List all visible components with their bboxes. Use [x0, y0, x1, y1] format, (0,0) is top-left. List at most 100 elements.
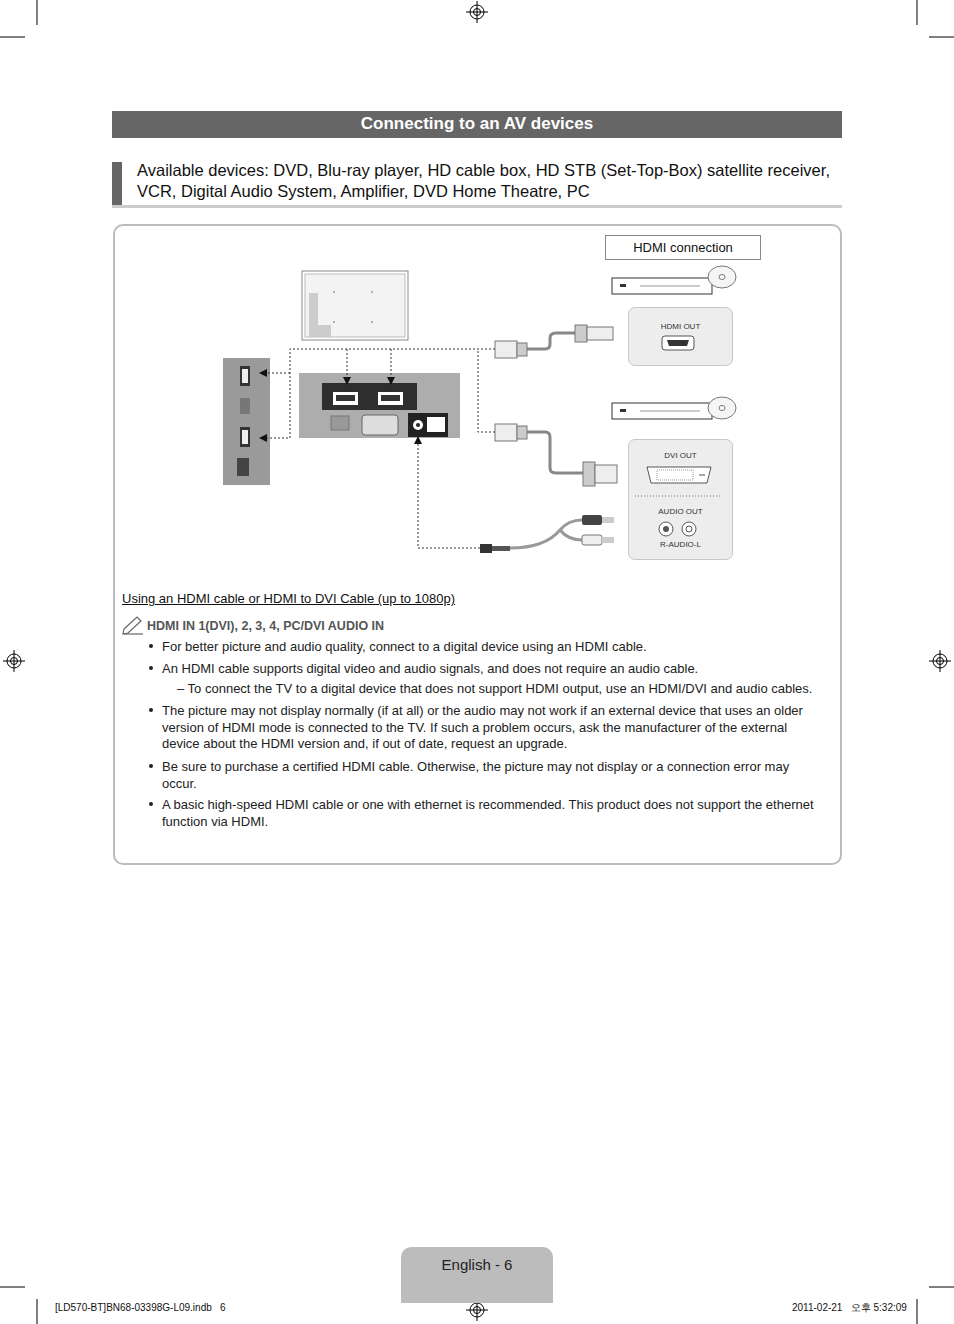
dvi-audio-ports: [659, 522, 673, 536]
arrow-head: [343, 377, 351, 385]
hdmi-dvi-cable: [517, 426, 527, 439]
audio-cable: [480, 544, 492, 553]
rear-panel: [416, 423, 420, 427]
audio-cable: [480, 515, 614, 553]
tv-illustration: [371, 291, 373, 293]
dvi-audio-ports: [699, 475, 705, 476]
bullet-text: Be sure to purchase a certified HDMI cab…: [162, 759, 817, 792]
content-frame: [114, 225, 841, 864]
tv-illustration: [305, 274, 405, 337]
dvd-player: [620, 409, 626, 412]
note-icon: [123, 617, 141, 634]
audio-cable: [602, 537, 614, 543]
tv-illustration: [302, 271, 408, 340]
bullet-text: For better picture and audio quality, co…: [162, 639, 817, 656]
rear-panel: [331, 416, 349, 430]
connection-arrows: [418, 440, 480, 548]
rear-panel: [427, 417, 445, 432]
rear-panel: [322, 383, 417, 410]
rear-panel: [299, 373, 460, 438]
arrow-head: [259, 369, 422, 444]
tv-illustration: [371, 321, 373, 323]
side-panel: [242, 430, 248, 444]
note-icon: [124, 633, 143, 634]
node-text: DVI OUT: [629, 451, 732, 461]
audio-cable: [510, 520, 582, 548]
audio-cable: [560, 530, 582, 540]
bullet-text: A basic high-speed HDMI cable or one wit…: [162, 797, 817, 830]
connection-arrows: [264, 373, 290, 374]
dvi-audio-ports: [657, 470, 693, 480]
hdmi-dvi-cable: [583, 462, 595, 486]
dvi-audio-ports: [682, 522, 696, 536]
rear-panel: [333, 392, 358, 405]
connection-arrows: [264, 349, 495, 548]
node-text: English - 6: [401, 1255, 553, 1275]
audio-cable: [492, 546, 510, 551]
side-panel: [223, 358, 270, 485]
print-slug: [LD570-BT]BN68-03398G-L09.indb 6: [55, 1302, 226, 1314]
arrow-head: [414, 436, 422, 444]
hdmi-dvi-cable: [495, 424, 617, 486]
side-panel: [242, 369, 248, 383]
tv-illustration: [333, 291, 335, 293]
crop-mark: [0, 37, 25, 38]
hdmi-port: [662, 336, 694, 350]
crop-mark: [929, 1287, 954, 1288]
bullet: [149, 802, 153, 806]
node-text: AUDIO OUT: [629, 507, 732, 517]
title-band: [112, 111, 842, 138]
rear-panel: [408, 413, 448, 437]
hdmi-dvi-cable: [527, 432, 583, 473]
rear-panel: [336, 395, 355, 401]
dvi-audio-ports: [663, 526, 669, 532]
dvd-player: [640, 411, 700, 412]
print-timestamp: 2011-02-21 오후 5:32:09: [792, 1302, 907, 1314]
hdmi-dvi-cable: [595, 465, 617, 483]
hdmi-cable: [575, 325, 587, 342]
audio-cable: [582, 535, 602, 545]
crop-mark: [917, 1299, 918, 1324]
crop-mark: [917, 0, 918, 25]
note-icon: [123, 617, 143, 634]
dvd-player: [620, 284, 626, 287]
dvd-player: [612, 397, 736, 419]
arrow-head: [387, 377, 395, 385]
side-panel: [240, 427, 250, 447]
dvd-player: [719, 406, 725, 411]
dvi-audio-ports: [686, 526, 692, 532]
heading-rule: [112, 205, 842, 208]
tv-illustration: [309, 293, 331, 337]
connection-arrows: [391, 349, 392, 380]
connection-arrows: [478, 349, 495, 432]
crop-mark: [37, 0, 38, 25]
node-text: HDMI connection: [606, 239, 760, 257]
hdmi-cable: [495, 325, 613, 358]
bullet: [149, 644, 153, 806]
node-text: R-AUDIO-L: [629, 540, 732, 550]
hdmi-cable: [587, 327, 613, 340]
section-title: Connecting to an AV devices: [112, 113, 842, 135]
registration-mark: [3, 1, 951, 1321]
dvd-player: [640, 286, 700, 287]
audio-cable: [582, 515, 602, 525]
note-heading: HDMI IN 1(DVI), 2, 3, 4, PC/DVI AUDIO IN: [147, 618, 384, 634]
crop-mark: [37, 1299, 38, 1324]
tv-illustration: [302, 271, 408, 340]
arrow-head: [259, 369, 267, 377]
tv-illustration: [333, 321, 335, 323]
bullet: [149, 644, 153, 648]
bullet-text: The picture may not display normally (if…: [162, 703, 817, 753]
bullet: [149, 764, 153, 768]
side-panel: [240, 398, 250, 414]
hdmi-cable: [495, 341, 517, 358]
dvd-player: [708, 397, 736, 419]
bullet-text: An HDMI cable supports digital video and…: [162, 661, 817, 678]
audio-cable: [602, 517, 614, 523]
crop-mark: [929, 37, 954, 38]
dvd-player: [719, 275, 725, 280]
dvd-player: [708, 266, 736, 288]
crop-mark: [0, 1287, 25, 1288]
hdmi-port: [667, 340, 689, 346]
